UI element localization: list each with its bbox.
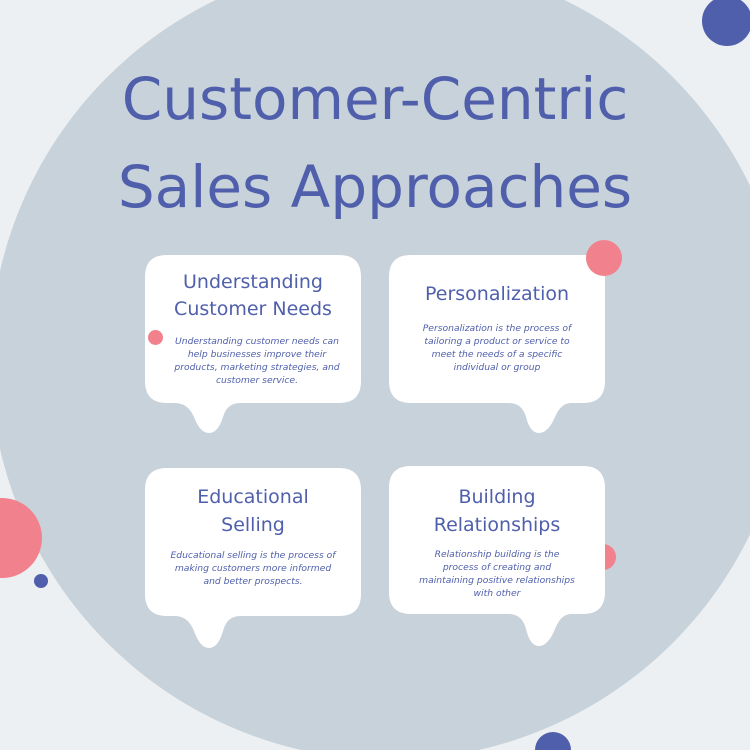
card-title: Understanding (183, 271, 323, 293)
card-description: Understanding customer needs can help bu… (174, 336, 340, 386)
decor-dot-blue-left (34, 574, 48, 588)
card-title: Building (458, 486, 536, 508)
speech-bubble-shape (145, 468, 361, 648)
decor-dot-blue-bottom (535, 732, 571, 750)
card-personalization: Personalization Personalization is the p… (389, 255, 605, 435)
page-title-line2: Sales Approaches (117, 153, 633, 221)
speech-bubble-shape (145, 255, 361, 433)
card-building-relationships: Building Relationships Relationship buil… (389, 466, 605, 648)
page-title-line1: Customer-Centric (121, 65, 629, 133)
card-title: Relationships (433, 514, 561, 536)
decor-dot-blue-top-right (702, 0, 750, 46)
speech-bubble-shape (389, 466, 605, 646)
decor-dot-pink-small (148, 330, 163, 345)
card-understanding-customer-needs: Understanding Customer Needs Understandi… (145, 255, 361, 435)
card-educational-selling: Educational Selling Educational selling … (145, 468, 361, 650)
speech-bubble-shape (389, 255, 605, 433)
card-title: Personalization (424, 283, 570, 305)
card-description: Relationship building is the process of … (419, 549, 575, 599)
decor-dot-pink-top (586, 240, 622, 276)
card-description: Educational selling is the process of ma… (170, 550, 336, 587)
card-description: Personalization is the process of tailor… (422, 323, 572, 373)
card-title: Selling (221, 514, 285, 536)
card-title: Customer Needs (174, 298, 332, 320)
card-title: Educational (197, 486, 309, 508)
